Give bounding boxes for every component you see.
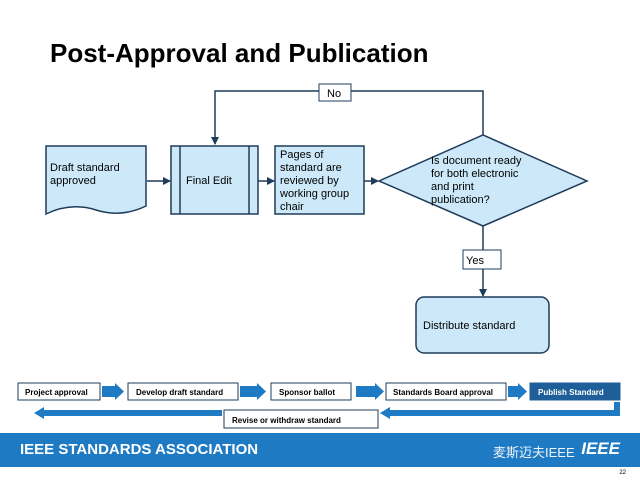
process-step-project-approval [17,382,101,401]
yes-label-box [462,249,502,270]
draft-standard-line2: approved [50,175,96,187]
process-step-board-approval-label: Standards Board approval [393,388,493,397]
process-arrow-3 [356,383,384,400]
draft-standard-line1: Draft standard [50,162,120,174]
process-step-project-approval-label: Project approval [25,388,88,397]
pages-review-line2: standard are [280,162,342,174]
flowchart: Draft standard approved Final Edit Pages… [17,83,621,429]
process-step-publish-standard [529,382,621,401]
process-step-develop-draft-label: Develop draft standard [136,388,223,397]
process-step-publish-standard-label: Publish Standard [538,388,604,397]
pages-review-box [274,145,365,215]
revise-withdraw-label: Revise or withdraw standard [232,416,341,425]
page-title: Post-Approval and Publication [50,38,429,68]
return-arrow-riser [614,402,620,416]
decision-diamond [377,134,589,227]
ieee-logo: IEEE [581,439,620,458]
footer-band: IEEE STANDARDS ASSOCIATION IEEE [0,433,640,467]
process-arrow-2 [240,383,266,400]
pages-review-line1: Pages of [280,149,324,161]
pages-review-line3: reviewed by [280,175,339,187]
return-arrow-left [34,407,222,419]
page-number: 22 [619,470,626,476]
decision-line1: Is document ready [431,155,522,167]
final-edit-label: Final Edit [186,175,232,187]
footer-org-name: IEEE STANDARDS ASSOCIATION [20,441,259,458]
watermark-text: 麦斯迈夫IEEE [493,445,575,460]
final-edit-box [170,145,259,215]
no-label: No [327,88,341,100]
distribute-label: Distribute standard [423,320,515,332]
process-arrow-4 [508,383,527,400]
return-arrow-right [380,407,620,419]
distribute-box [415,296,550,354]
decision-line2: for both electronic [431,168,519,180]
revise-withdraw-box [223,409,379,429]
process-step-board-approval [385,382,507,401]
process-step-sponsor-ballot [270,382,352,401]
pages-review-line4: working group [279,188,349,200]
process-arrow-1 [102,383,124,400]
pages-review-line5: chair [280,201,304,213]
decision-line4: publication? [431,194,490,206]
decision-line3: and print [431,181,474,193]
draft-standard-shape [45,145,147,216]
yes-label: Yes [466,255,484,267]
no-label-box [318,83,352,102]
process-step-develop-draft [127,382,239,401]
process-step-sponsor-ballot-label: Sponsor ballot [279,388,335,397]
